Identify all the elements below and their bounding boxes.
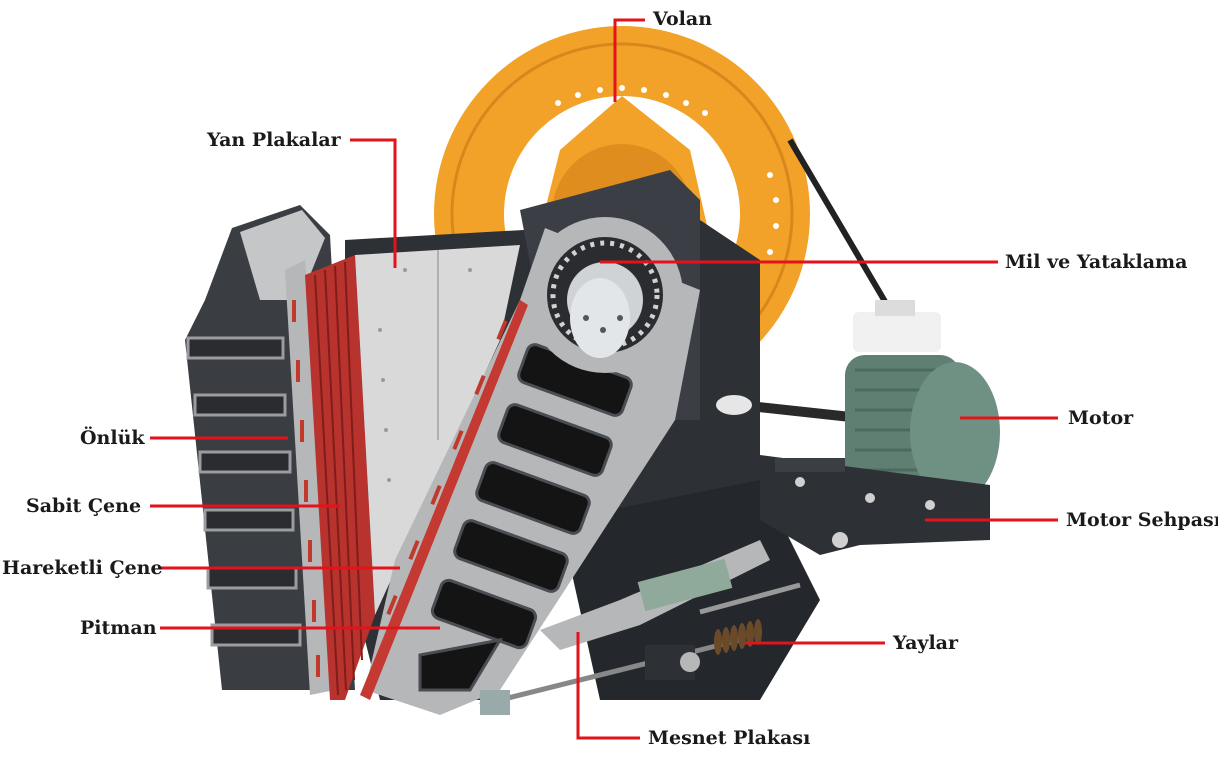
side-plates [355, 245, 520, 615]
fixed-jaw-plate [305, 255, 375, 700]
leader-yan-plakalar [350, 138, 397, 268]
drive-belt [787, 138, 893, 312]
label-volan: Volan [653, 8, 713, 30]
label-yaylar: Yaylar [893, 632, 958, 654]
shaft-and-bearing [527, 217, 683, 373]
cross-tube [712, 335, 756, 419]
label-hareketli-cene: Hareketli Çene [2, 557, 163, 579]
label-sabit-cene: Sabit Çene [26, 495, 142, 517]
leader-lines [150, 18, 1058, 740]
label-pitman: Pitman [80, 617, 157, 639]
label-motor-sehpasi: Motor Sehpası [1066, 509, 1218, 531]
motor [845, 300, 1000, 502]
toggle-and-springs [479, 540, 801, 715]
label-yan-plakalar: Yan Plakalar [207, 129, 341, 151]
label-mil-ve-yataklama: Mil ve Yataklama [1005, 251, 1188, 273]
label-mesnet-plakasi: Mesnet Plakası [648, 727, 811, 749]
label-onluk: Önlük [80, 427, 145, 449]
leader-volan [613, 18, 645, 102]
leader-mesnet-plakasi [576, 632, 640, 740]
label-motor: Motor [1068, 407, 1134, 429]
motor-base [760, 455, 990, 555]
